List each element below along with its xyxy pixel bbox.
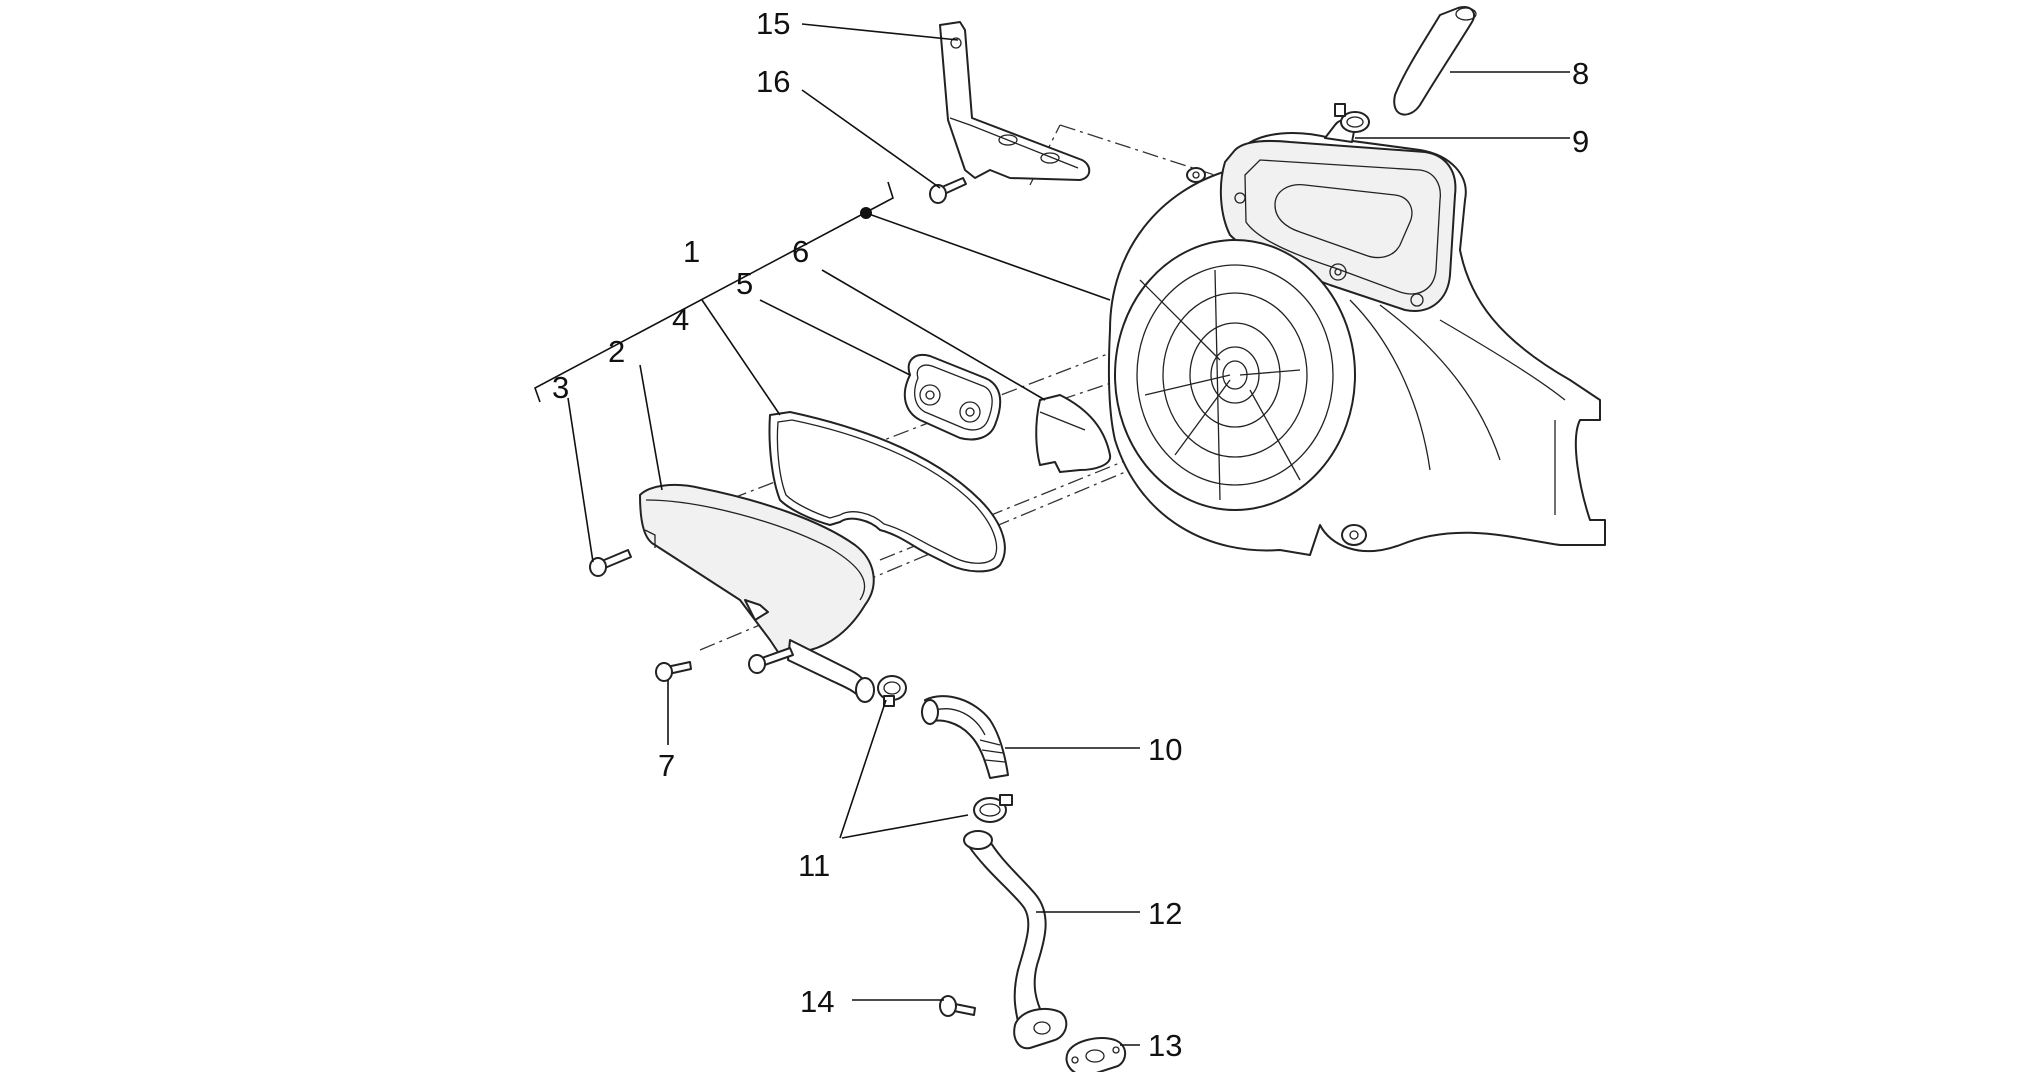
leader-lines: [567, 23, 1570, 1046]
callout-3: 3: [552, 370, 569, 405]
kit-bracket-1: [534, 181, 894, 403]
engine-cover-housing: [1107, 118, 1606, 556]
part-15-mounting-bracket: [939, 21, 1091, 181]
part-6-shield: [1035, 394, 1112, 473]
callout-2: 2: [608, 334, 625, 369]
callout-12: 12: [1148, 896, 1182, 931]
callout-13: 13: [1148, 1028, 1182, 1063]
callout-8: 8: [1572, 56, 1589, 91]
callout-7: 7: [658, 748, 675, 783]
part-12-pipe: [963, 830, 1068, 1050]
callout-16: 16: [756, 64, 790, 99]
part-8-hose: [1393, 6, 1477, 116]
callout-4: 4: [672, 302, 689, 337]
part-9-hose-clamp: [1334, 103, 1370, 133]
callout-11: 11: [798, 848, 830, 883]
part-2-outer-cover: [639, 483, 875, 703]
callout-1: 1: [683, 234, 700, 269]
callout-15: 15: [756, 6, 790, 41]
part-7-screw-b: [748, 647, 794, 674]
part-7-screw-a: [655, 661, 692, 682]
callout-9: 9: [1572, 124, 1589, 159]
part-11-clamp-upper: [877, 675, 907, 707]
part-14-screw: [939, 995, 976, 1017]
part-3-screw: [589, 549, 632, 577]
callout-6: 6: [792, 234, 809, 269]
part-16-screw: [929, 177, 967, 204]
callout-14: 14: [800, 984, 834, 1019]
part-4-gasket: [768, 411, 1006, 573]
callout-5: 5: [736, 266, 753, 301]
callout-labels: 15 16 8 9 1 6 5 4 2 3 7 10 11 12 14 13: [552, 6, 1589, 1063]
part-10-elbow-fitting: [921, 695, 1009, 779]
part-13-flange-gasket: [1065, 1037, 1127, 1072]
part-5-grommet-plate: [903, 354, 1002, 441]
part-11-clamp-lower: [973, 794, 1013, 823]
callout-10: 10: [1148, 732, 1182, 767]
